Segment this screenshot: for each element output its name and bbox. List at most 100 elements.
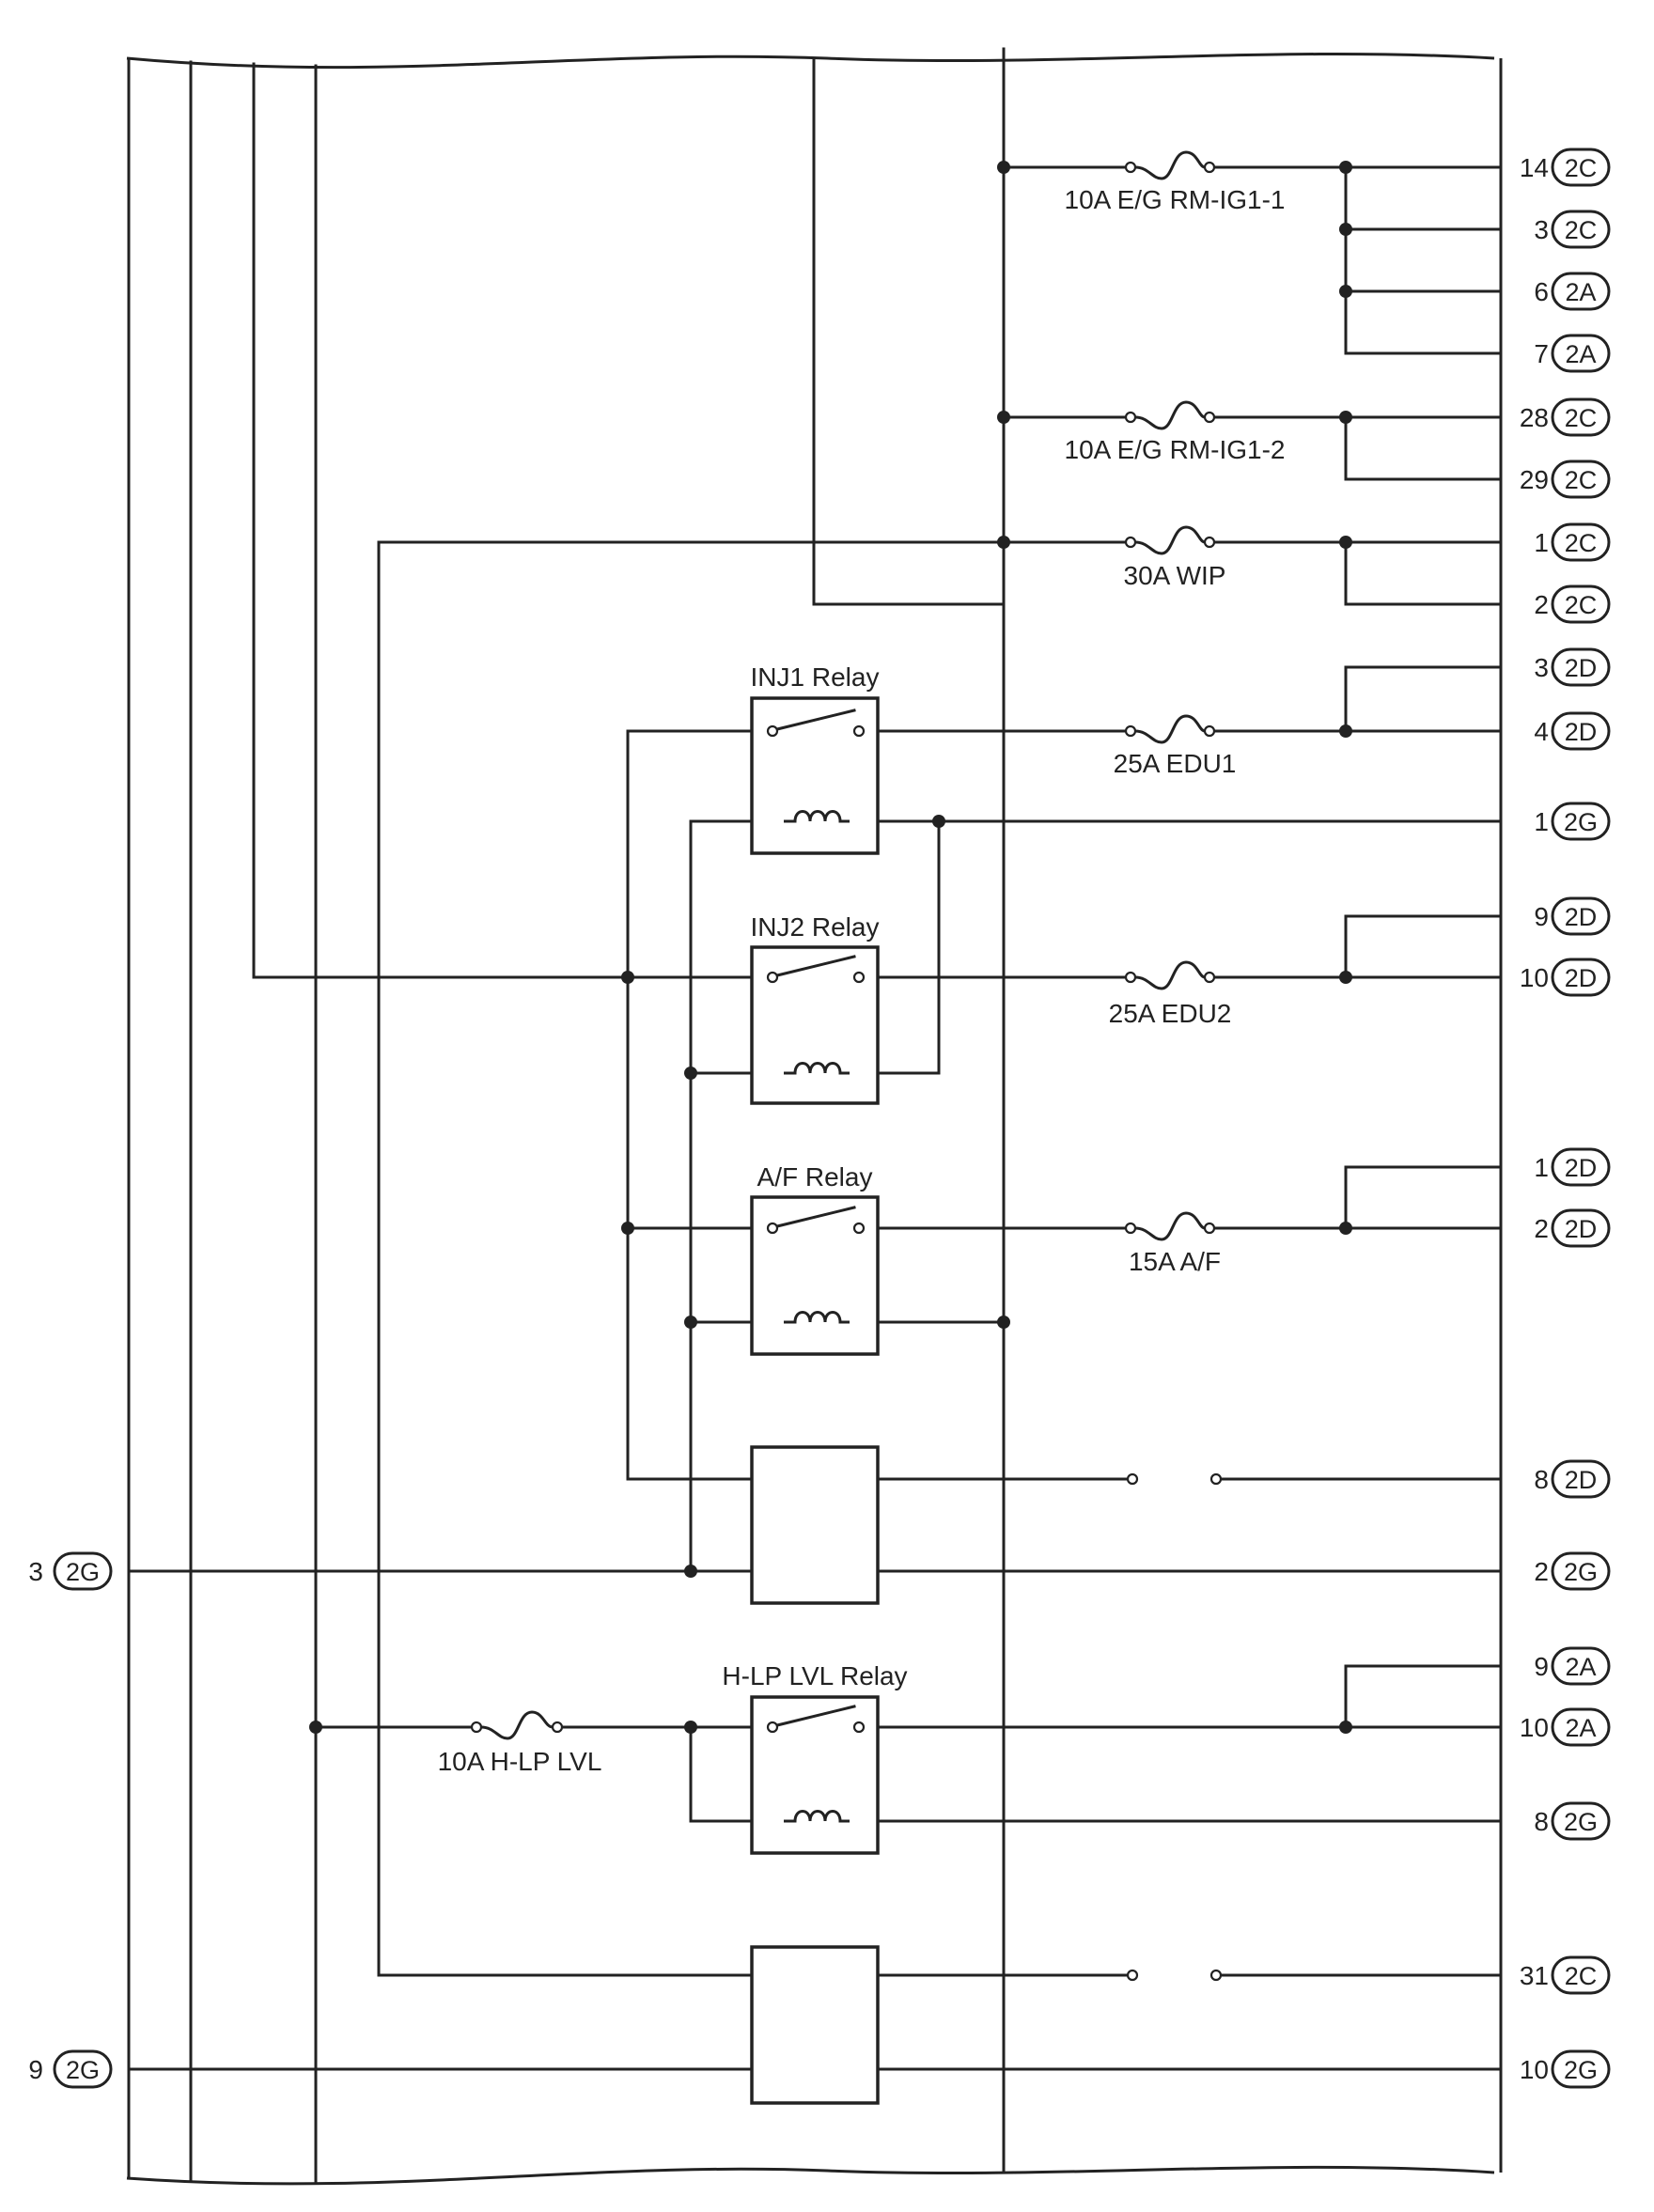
connector-oval <box>1551 1208 1611 1248</box>
pin-number: 3 <box>1534 653 1549 682</box>
connector-oval <box>1551 460 1611 499</box>
connector-oval <box>1551 1459 1611 1499</box>
pin-number: 8 <box>1534 1465 1549 1494</box>
connector-oval <box>1551 1646 1611 1686</box>
connector-id: 2D <box>1565 903 1598 931</box>
connector-id: 2C <box>1565 1962 1598 1990</box>
fuse-label-e-g-rm-ig1-1: 10A E/G RM-IG1-1 <box>1065 185 1286 214</box>
pin-number: 10 <box>1520 2055 1549 2084</box>
pin-number: 2 <box>1534 1557 1549 1586</box>
vertical-buses <box>189 47 1006 2184</box>
pin-number: 3 <box>28 1557 43 1586</box>
pin-number: 9 <box>28 2055 43 2084</box>
right-connector-4: 28 2C <box>1520 397 1611 437</box>
right-connector-11: 9 2D <box>1534 896 1611 936</box>
connector-oval <box>1551 1147 1611 1187</box>
pin-number: 28 <box>1520 403 1549 432</box>
connector-id: 2C <box>1565 466 1598 494</box>
pin-number: 9 <box>1534 1652 1549 1681</box>
junction-dots <box>309 161 1352 1734</box>
connector-oval <box>1551 334 1611 373</box>
connector-id: 2D <box>1565 1215 1598 1243</box>
fuse-e-g-rm-ig1-1 <box>1124 150 1216 180</box>
pin-number: 6 <box>1534 277 1549 306</box>
relay-label-h-lp-lvl: H-LP LVL Relay <box>722 1661 907 1690</box>
pin-number: 29 <box>1520 465 1549 494</box>
connector-id: 2C <box>1565 216 1598 244</box>
fuse-edu1 <box>1124 714 1216 744</box>
fuse-label-edu2: 25A EDU2 <box>1109 999 1232 1028</box>
connector-id: 2C <box>1565 591 1598 619</box>
pin-number: 4 <box>1534 717 1549 746</box>
pin-number: 1 <box>1534 807 1549 836</box>
pin-number: 1 <box>1534 1153 1549 1182</box>
connector-id: 2D <box>1565 718 1598 746</box>
connector-id: 2G <box>66 1558 100 1586</box>
connector-oval <box>1551 1801 1611 1841</box>
connector-id: 2A <box>1565 340 1596 368</box>
pin-number: 10 <box>1520 1713 1549 1742</box>
connector-oval <box>1551 2049 1611 2089</box>
connector-oval <box>1551 896 1611 936</box>
right-connector-1: 3 2C <box>1534 210 1611 249</box>
connector-id: 2D <box>1565 964 1598 992</box>
connector-id: 2A <box>1565 1653 1596 1681</box>
connector-id: 2C <box>1565 154 1598 182</box>
connector-oval <box>1551 272 1611 311</box>
connector-oval <box>1551 584 1611 624</box>
pin-number: 9 <box>1534 902 1549 931</box>
right-connector-21: 10 2G <box>1520 2049 1611 2089</box>
fuse-labels: 10A E/G RM-IG1-1 10A E/G RM-IG1-2 30A WI… <box>438 185 1286 1776</box>
left-connector-0: 3 2G <box>28 1551 113 1591</box>
pin-number: 1 <box>1534 528 1549 557</box>
right-connector-17: 9 2A <box>1534 1646 1611 1686</box>
pin-number: 3 <box>1534 215 1549 244</box>
connector-oval <box>1551 1551 1611 1591</box>
relay-labels: INJ1 Relay INJ2 Relay A/F Relay H-LP LVL… <box>722 662 907 1690</box>
fuse-h-lp-lvl <box>470 1710 564 1740</box>
relay-label-inj2: INJ2 Relay <box>751 912 880 942</box>
connector-id: 2D <box>1565 1466 1598 1494</box>
fuse-a-f <box>1124 1211 1216 1241</box>
fuse-label-e-g-rm-ig1-2: 10A E/G RM-IG1-2 <box>1065 435 1286 464</box>
right-connector-8: 3 2D <box>1534 647 1611 687</box>
connector-oval <box>1551 522 1611 562</box>
right-connector-9: 4 2D <box>1534 711 1611 751</box>
connector-id: 2C <box>1565 404 1598 432</box>
fuse-symbols <box>470 150 1216 1740</box>
connector-oval <box>1551 958 1611 997</box>
connector-oval <box>1551 210 1611 249</box>
right-connector-18: 10 2A <box>1520 1707 1611 1747</box>
relay-symbols <box>750 696 1223 2105</box>
relay-h-lp-lvl <box>750 1695 880 1855</box>
right-connector-2: 6 2A <box>1534 272 1611 311</box>
connector-oval <box>1551 802 1611 841</box>
connector-id: 2D <box>1565 654 1598 682</box>
fuse-label-edu1: 25A EDU1 <box>1114 749 1237 778</box>
pin-number: 7 <box>1534 339 1549 368</box>
right-connector-5: 29 2C <box>1520 460 1611 499</box>
connector-oval <box>1551 1955 1611 1995</box>
connector-id: 2A <box>1565 1714 1596 1742</box>
component-box-2 <box>750 1945 1223 2105</box>
pin-number: 31 <box>1520 1961 1549 1990</box>
relay-af <box>750 1195 880 1356</box>
connector-id: 2A <box>1565 278 1596 306</box>
relay-inj2 <box>750 945 880 1105</box>
fuse-label-a-f: 15A A/F <box>1129 1247 1221 1276</box>
pin-number: 8 <box>1534 1807 1549 1836</box>
relay-label-inj1: INJ1 Relay <box>751 662 880 692</box>
connector-id: 2G <box>1564 2056 1598 2084</box>
connector-id: 2G <box>66 2056 100 2084</box>
right-connector-20: 31 2C <box>1520 1955 1611 1995</box>
right-connector-15: 8 2D <box>1534 1459 1611 1499</box>
connector-id: 2C <box>1565 529 1598 557</box>
connector-oval <box>1551 397 1611 437</box>
